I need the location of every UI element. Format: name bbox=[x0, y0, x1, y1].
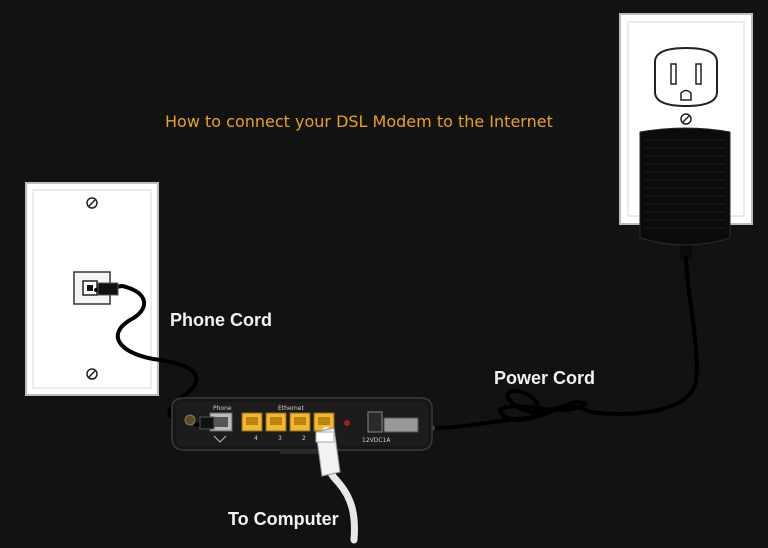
phone-cord-modem-plug bbox=[199, 416, 215, 430]
power-adapter bbox=[639, 127, 731, 260]
plate-screw-bottom-icon bbox=[86, 368, 98, 380]
phone-wall-plate bbox=[25, 182, 159, 396]
phone-cord-label: Phone Cord bbox=[170, 310, 272, 330]
ethernet-port-4-label: 4 bbox=[254, 435, 258, 442]
outlet-screw-icon bbox=[680, 113, 692, 125]
power-port bbox=[367, 411, 383, 433]
ethernet-cable bbox=[315, 426, 358, 544]
ethernet-port-2-label: 2 bbox=[302, 435, 306, 442]
power-led-icon bbox=[344, 420, 350, 426]
plate-screw-top-icon bbox=[86, 197, 98, 209]
phone-port-label: Phone bbox=[213, 405, 232, 412]
ethernet-label: Ethernet bbox=[278, 405, 304, 412]
phone-cord-plug bbox=[97, 282, 119, 296]
power-port-label: 12VDC1A bbox=[362, 437, 391, 444]
page-title: How to connect your DSL Modem to the Int… bbox=[165, 112, 553, 131]
ethernet-ports bbox=[241, 412, 335, 432]
ethernet-port-3-label: 3 bbox=[278, 435, 282, 442]
reset-button-icon bbox=[184, 414, 196, 426]
power-cord bbox=[411, 256, 699, 431]
dsl-modem: Phone Ethernet 4 3 2 1 12VDC1A bbox=[171, 397, 433, 454]
power-cord-label: Power Cord bbox=[494, 368, 595, 388]
to-computer-label: To Computer bbox=[228, 509, 339, 529]
power-plug bbox=[383, 417, 419, 433]
